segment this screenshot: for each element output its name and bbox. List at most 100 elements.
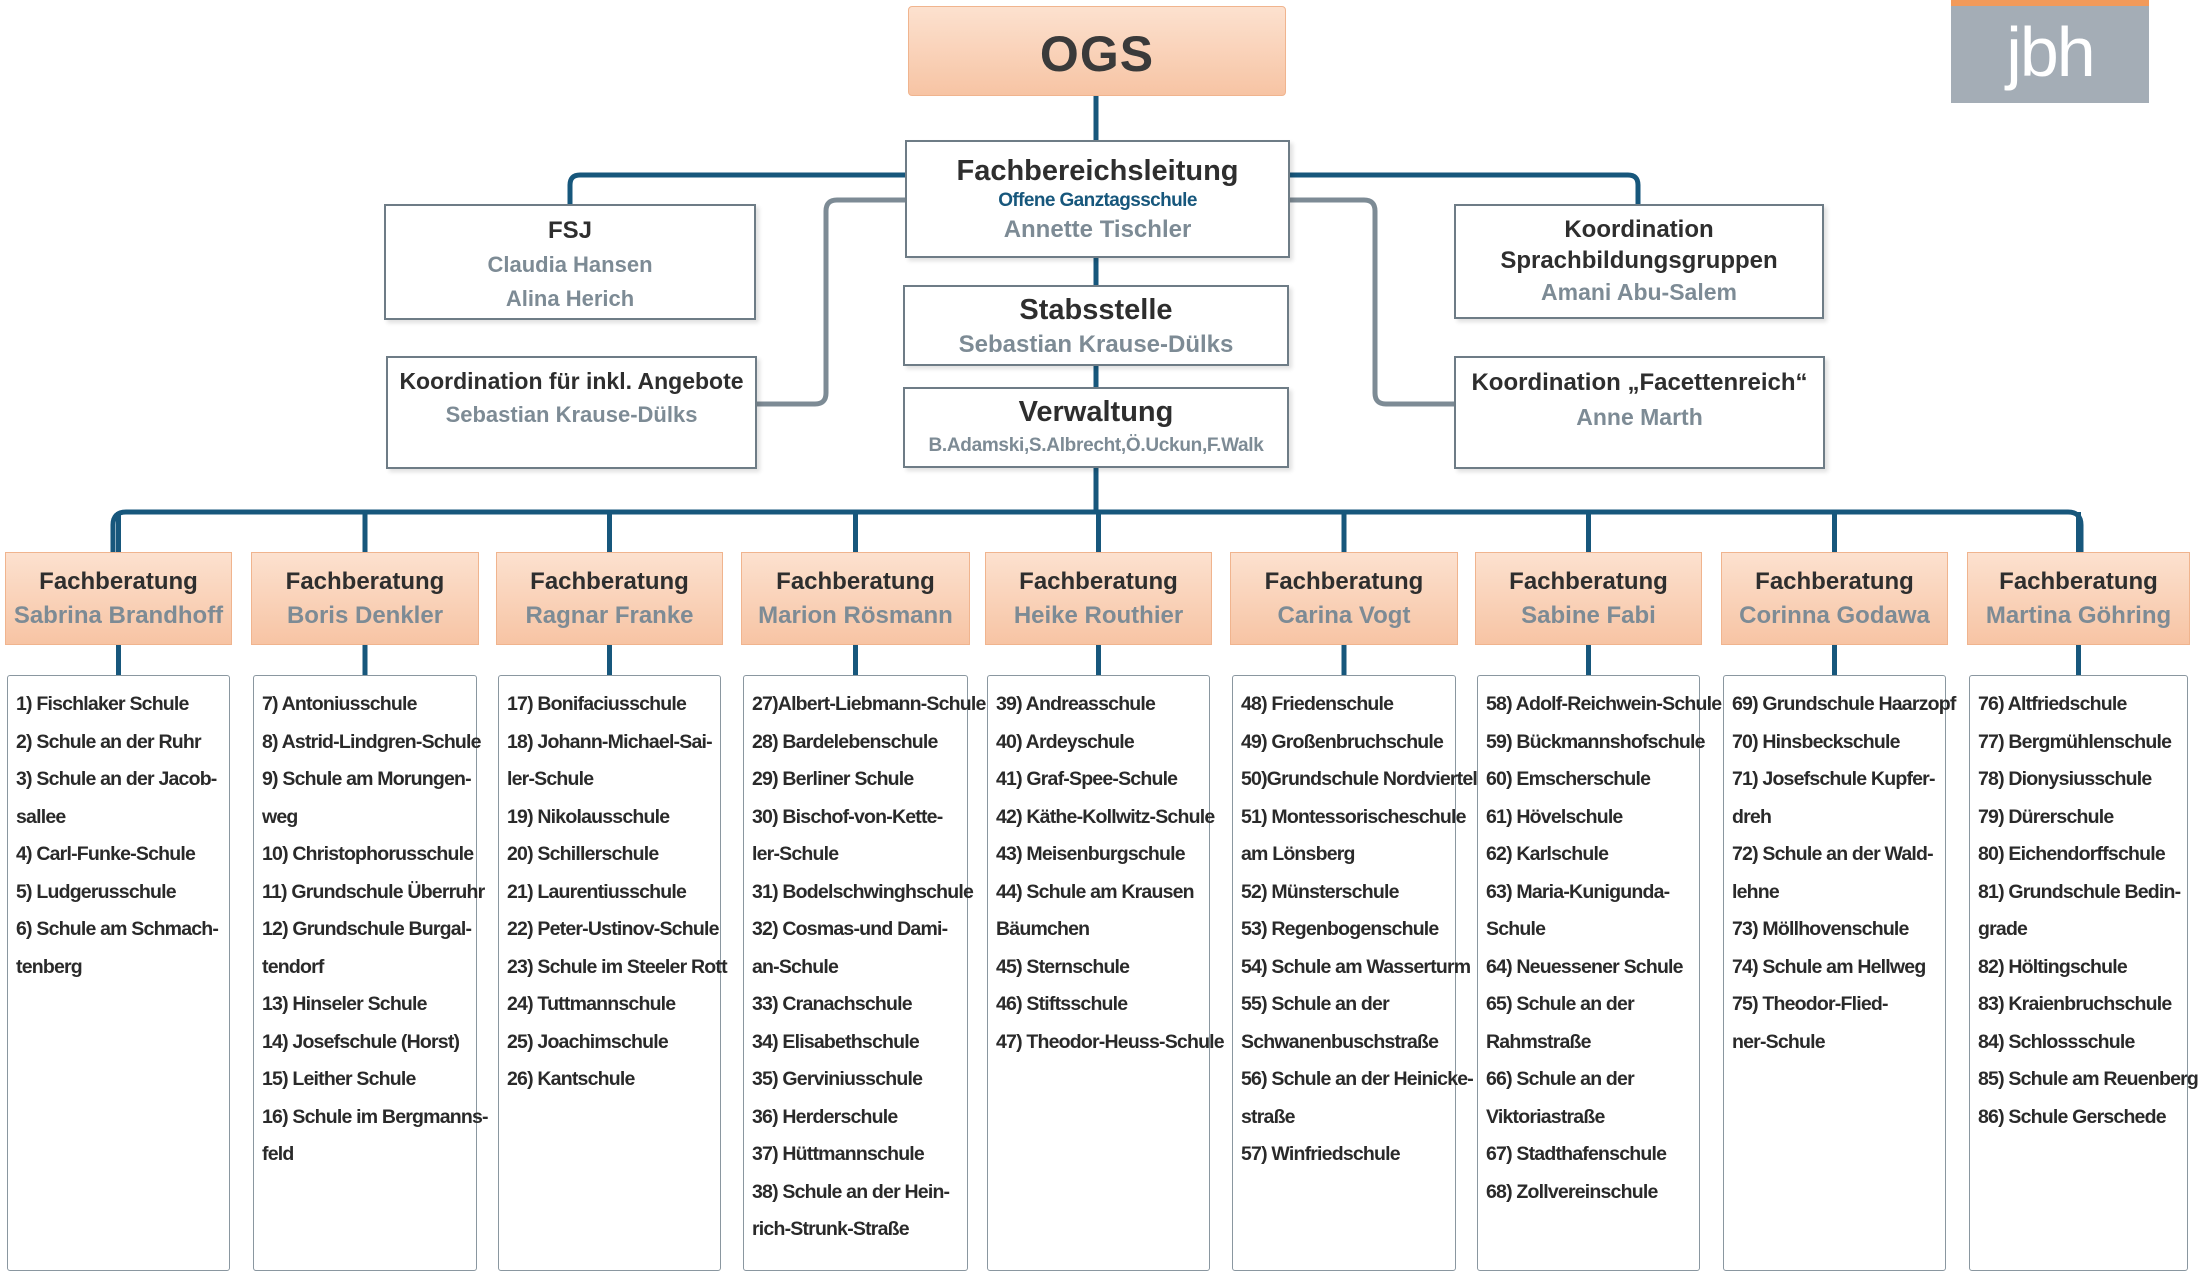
school-list-item: tenberg bbox=[16, 955, 83, 978]
sprach-title-1: Koordination bbox=[1564, 216, 1714, 243]
school-list-item: 22) Peter-Ustinov-Schule bbox=[507, 918, 719, 940]
school-list-item: 80) Eichendorffschule bbox=[1978, 843, 2166, 865]
school-list-item: 3) Schule an der Jacob- bbox=[16, 768, 217, 790]
school-list-item: 56) Schule an der Heinicke- bbox=[1241, 1068, 1474, 1090]
school-list-item: 81) Grundschule Bedin- bbox=[1978, 880, 2181, 903]
school-list-item: tendorf bbox=[262, 955, 324, 978]
school-list-item: 69) Grundschule Haarzopf bbox=[1732, 693, 1956, 715]
school-list-item: Schule bbox=[1486, 918, 1546, 940]
school-list-item: ler-Schule bbox=[752, 843, 839, 865]
school-list-item: ner-Schule bbox=[1732, 1030, 1826, 1053]
school-list-item: 2) Schule an der Ruhr bbox=[16, 730, 202, 753]
school-list-item: 48) Friedenschule bbox=[1241, 693, 1394, 715]
fachberatung-name: Martina Göhring bbox=[1985, 602, 2172, 629]
school-list-item: 36) Herderschule bbox=[752, 1105, 898, 1128]
school-list-item: 1) Fischlaker Schule bbox=[16, 693, 189, 715]
school-list-item: 23) Schule im Steeler Rott bbox=[507, 955, 728, 978]
school-list-item: 43) Meisenburgschule bbox=[996, 843, 1186, 865]
koordination-inkl-box: Koordination für inkl. Angebote Sebastia… bbox=[386, 356, 757, 469]
logo-text: jbh bbox=[2006, 13, 2095, 91]
school-list-item: Viktoriastraße bbox=[1486, 1105, 1605, 1128]
school-list-item: 27)Albert-Liebmann-Schule bbox=[752, 693, 986, 715]
stabsstelle-person: Sebastian Krause-Dülks bbox=[958, 331, 1234, 358]
school-list-item: ler-Schule bbox=[507, 768, 594, 790]
fachberatung-name: Marion Rösmann bbox=[758, 602, 953, 629]
school-list-item: 12) Grundschule Burgal- bbox=[262, 918, 472, 940]
fachberatung-name: Sabrina Brandhoff bbox=[13, 602, 224, 629]
school-list-item: 41) Graf-Spee-Schule bbox=[996, 768, 1178, 790]
school-list-item: 7) Antoniusschule bbox=[262, 693, 418, 715]
school-list-item: 15) Leither Schule bbox=[262, 1068, 416, 1090]
sprach-title-2: Sprachbildungsgruppen bbox=[1500, 247, 1778, 274]
school-list-item: 14) Josefschule (Horst) bbox=[262, 1030, 460, 1053]
school-list-item: 72) Schule an der Wald- bbox=[1732, 843, 1934, 865]
school-list-item: 49) Großenbruchschule bbox=[1241, 730, 1444, 753]
school-list-item: 55) Schule an der bbox=[1241, 993, 1390, 1015]
fachberatung-title: Fachberatung bbox=[39, 568, 198, 595]
school-list-item: 57) Winfriedschule bbox=[1241, 1143, 1401, 1165]
school-list-item: 29) Berliner Schule bbox=[752, 768, 914, 790]
school-list-item: 8) Astrid-Lindgren-Schule bbox=[262, 730, 482, 753]
school-list-item: 38) Schule an der Hein- bbox=[752, 1180, 950, 1203]
school-list-item: 17) Bonifaciusschule bbox=[507, 693, 687, 715]
school-list-item: 37) Hüttmannschule bbox=[752, 1143, 925, 1165]
school-list-item: 21) Laurentiusschule bbox=[507, 880, 687, 903]
school-list-item: 58) Adolf-Reichwein-Schule bbox=[1486, 693, 1722, 715]
school-list-item: 82) Höltingschule bbox=[1978, 955, 2128, 978]
school-list-item: 65) Schule an der bbox=[1486, 993, 1635, 1015]
school-list-item: 20) Schillerschule bbox=[507, 843, 659, 865]
school-list-item: am Lönsberg bbox=[1241, 843, 1355, 865]
school-list-item: 4) Carl-Funke-Schule bbox=[16, 843, 196, 865]
school-list-item: sallee bbox=[16, 805, 66, 828]
verwaltung-persons: B.Adamski,S.Albrecht,Ö.Uckun,F.Walk bbox=[928, 435, 1264, 456]
school-list-item: 70) Hinsbeckschule bbox=[1732, 730, 1900, 753]
school-list: 58) Adolf-Reichwein-Schule 59) Bückmannsh… bbox=[1477, 675, 1722, 1271]
fachberatung-title: Fachberatung bbox=[530, 568, 689, 595]
school-list-item: 30) Bischof-von-Kette- bbox=[752, 805, 943, 828]
school-list-item: 83) Kraienbruchschule bbox=[1978, 993, 2172, 1015]
school-list: 69) Grundschule Haarzopf 70) Hinsbeckschu… bbox=[1723, 675, 1956, 1271]
school-list-item: 47) Theodor-Heuss-Schule bbox=[996, 1030, 1225, 1053]
fachberatung-name: Carina Vogt bbox=[1277, 602, 1411, 629]
school-list-item: 86) Schule Gerschede bbox=[1978, 1105, 2167, 1128]
school-list-item: 46) Stiftsschule bbox=[996, 993, 1128, 1015]
school-list-item: 51) Montessorischeschule bbox=[1241, 805, 1466, 828]
school-list-item: lehne bbox=[1732, 880, 1780, 903]
fsj-person-1: Claudia Hansen bbox=[487, 252, 653, 277]
school-list-item: 85) Schule am Reuenberg bbox=[1978, 1068, 2198, 1090]
school-list-item: 68) Zollvereinschule bbox=[1486, 1180, 1658, 1203]
school-list-item: weg bbox=[262, 805, 298, 828]
school-list-item: Schwanenbuschstraße bbox=[1241, 1030, 1439, 1053]
fachberatung-title: Fachberatung bbox=[1755, 568, 1914, 595]
school-list-item: 10) Christophorusschule bbox=[262, 843, 474, 865]
school-list-item: 5) Ludgerusschule bbox=[16, 880, 177, 903]
fachberatung-name: Heike Routhier bbox=[1013, 602, 1184, 629]
school-list-item: 62) Karlschule bbox=[1486, 843, 1609, 865]
school-list-item: grade bbox=[1978, 918, 2028, 940]
fachbereichsleitung-box: Fachbereichsleitung Offene Ganztagsschul… bbox=[905, 140, 1290, 258]
school-list-item: rich-Strunk-Straße bbox=[752, 1218, 910, 1240]
school-list-item: 19) Nikolausschule bbox=[507, 805, 670, 828]
school-list-item: 59) Bückmannshofschule bbox=[1486, 730, 1705, 753]
school-list-item: 73) Möllhovenschule bbox=[1732, 918, 1909, 940]
school-list-item: 60) Emscherschule bbox=[1486, 768, 1651, 790]
school-list-item: 79) Dürerschule bbox=[1978, 805, 2114, 828]
school-list-item: 13) Hinseler Schule bbox=[262, 993, 428, 1015]
fsj-title: FSJ bbox=[547, 217, 592, 244]
verwaltung-title: Verwaltung bbox=[1018, 396, 1174, 428]
fachberatung-title: Fachberatung bbox=[776, 568, 935, 595]
leitung-title: Fachbereichsleitung bbox=[956, 155, 1239, 187]
inkl-title: Koordination für inkl. Angebote bbox=[399, 368, 744, 394]
